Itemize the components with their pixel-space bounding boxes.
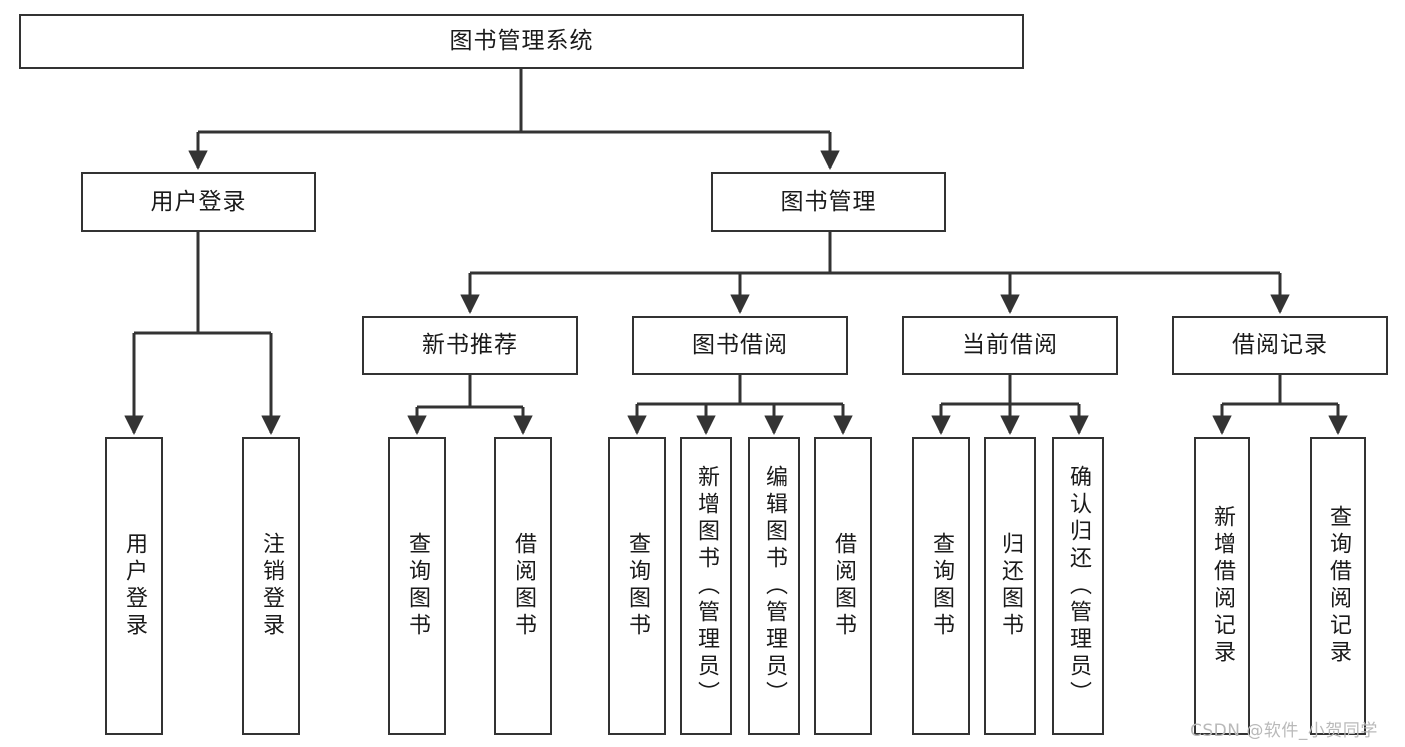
node-label: 注销登录 xyxy=(259,532,284,640)
node-label: 查询图书 xyxy=(625,532,650,640)
node-label: 新书推荐 xyxy=(422,332,518,359)
node-label: 新增借阅记录 xyxy=(1210,505,1235,667)
leaf-query-borrow-record[interactable]: 查询借阅记录 xyxy=(1310,437,1366,735)
leaf-return-book[interactable]: 归还图书 xyxy=(984,437,1036,735)
leaf-logout[interactable]: 注销登录 xyxy=(242,437,300,735)
node-label: 借阅记录 xyxy=(1232,332,1328,359)
node-label: 编辑图书（管理员） xyxy=(762,464,787,708)
node-label: 用户登录 xyxy=(150,188,247,215)
leaf-query-book-borrow[interactable]: 查询图书 xyxy=(608,437,666,735)
leaf-query-book-current[interactable]: 查询图书 xyxy=(912,437,970,735)
node-book-management[interactable]: 图书管理 xyxy=(711,172,946,232)
leaf-edit-book-admin[interactable]: 编辑图书（管理员） xyxy=(748,437,800,735)
leaf-borrow-book[interactable]: 借阅图书 xyxy=(814,437,872,735)
node-label: 当前借阅 xyxy=(962,332,1058,359)
node-label: 图书管理系统 xyxy=(449,28,594,55)
leaf-confirm-return-admin[interactable]: 确认归还（管理员） xyxy=(1052,437,1104,735)
node-root-book-management-system[interactable]: 图书管理系统 xyxy=(19,14,1024,69)
node-current-borrow[interactable]: 当前借阅 xyxy=(902,316,1118,375)
node-label: 图书管理 xyxy=(780,188,877,215)
leaf-add-borrow-record[interactable]: 新增借阅记录 xyxy=(1194,437,1250,735)
node-label: 归还图书 xyxy=(998,532,1023,640)
node-book-borrow[interactable]: 图书借阅 xyxy=(632,316,848,375)
node-label: 确认归还（管理员） xyxy=(1066,464,1091,708)
node-label: 图书借阅 xyxy=(692,332,788,359)
node-label: 新增图书（管理员） xyxy=(694,464,719,708)
node-label: 借阅图书 xyxy=(511,532,536,640)
node-label: 查询图书 xyxy=(405,532,430,640)
node-borrow-record[interactable]: 借阅记录 xyxy=(1172,316,1388,375)
node-new-book-recommend[interactable]: 新书推荐 xyxy=(362,316,578,375)
node-label: 借阅图书 xyxy=(831,532,856,640)
node-label: 查询图书 xyxy=(929,532,954,640)
leaf-query-book-recommend[interactable]: 查询图书 xyxy=(388,437,446,735)
leaf-add-book-admin[interactable]: 新增图书（管理员） xyxy=(680,437,732,735)
node-user-login[interactable]: 用户登录 xyxy=(81,172,316,232)
node-label: 用户登录 xyxy=(122,532,147,640)
csdn-watermark: CSDN @软件_小贺同学 xyxy=(1190,721,1378,741)
node-label: 查询借阅记录 xyxy=(1326,505,1351,667)
leaf-borrow-book-recommend[interactable]: 借阅图书 xyxy=(494,437,552,735)
leaf-user-login[interactable]: 用户登录 xyxy=(105,437,163,735)
